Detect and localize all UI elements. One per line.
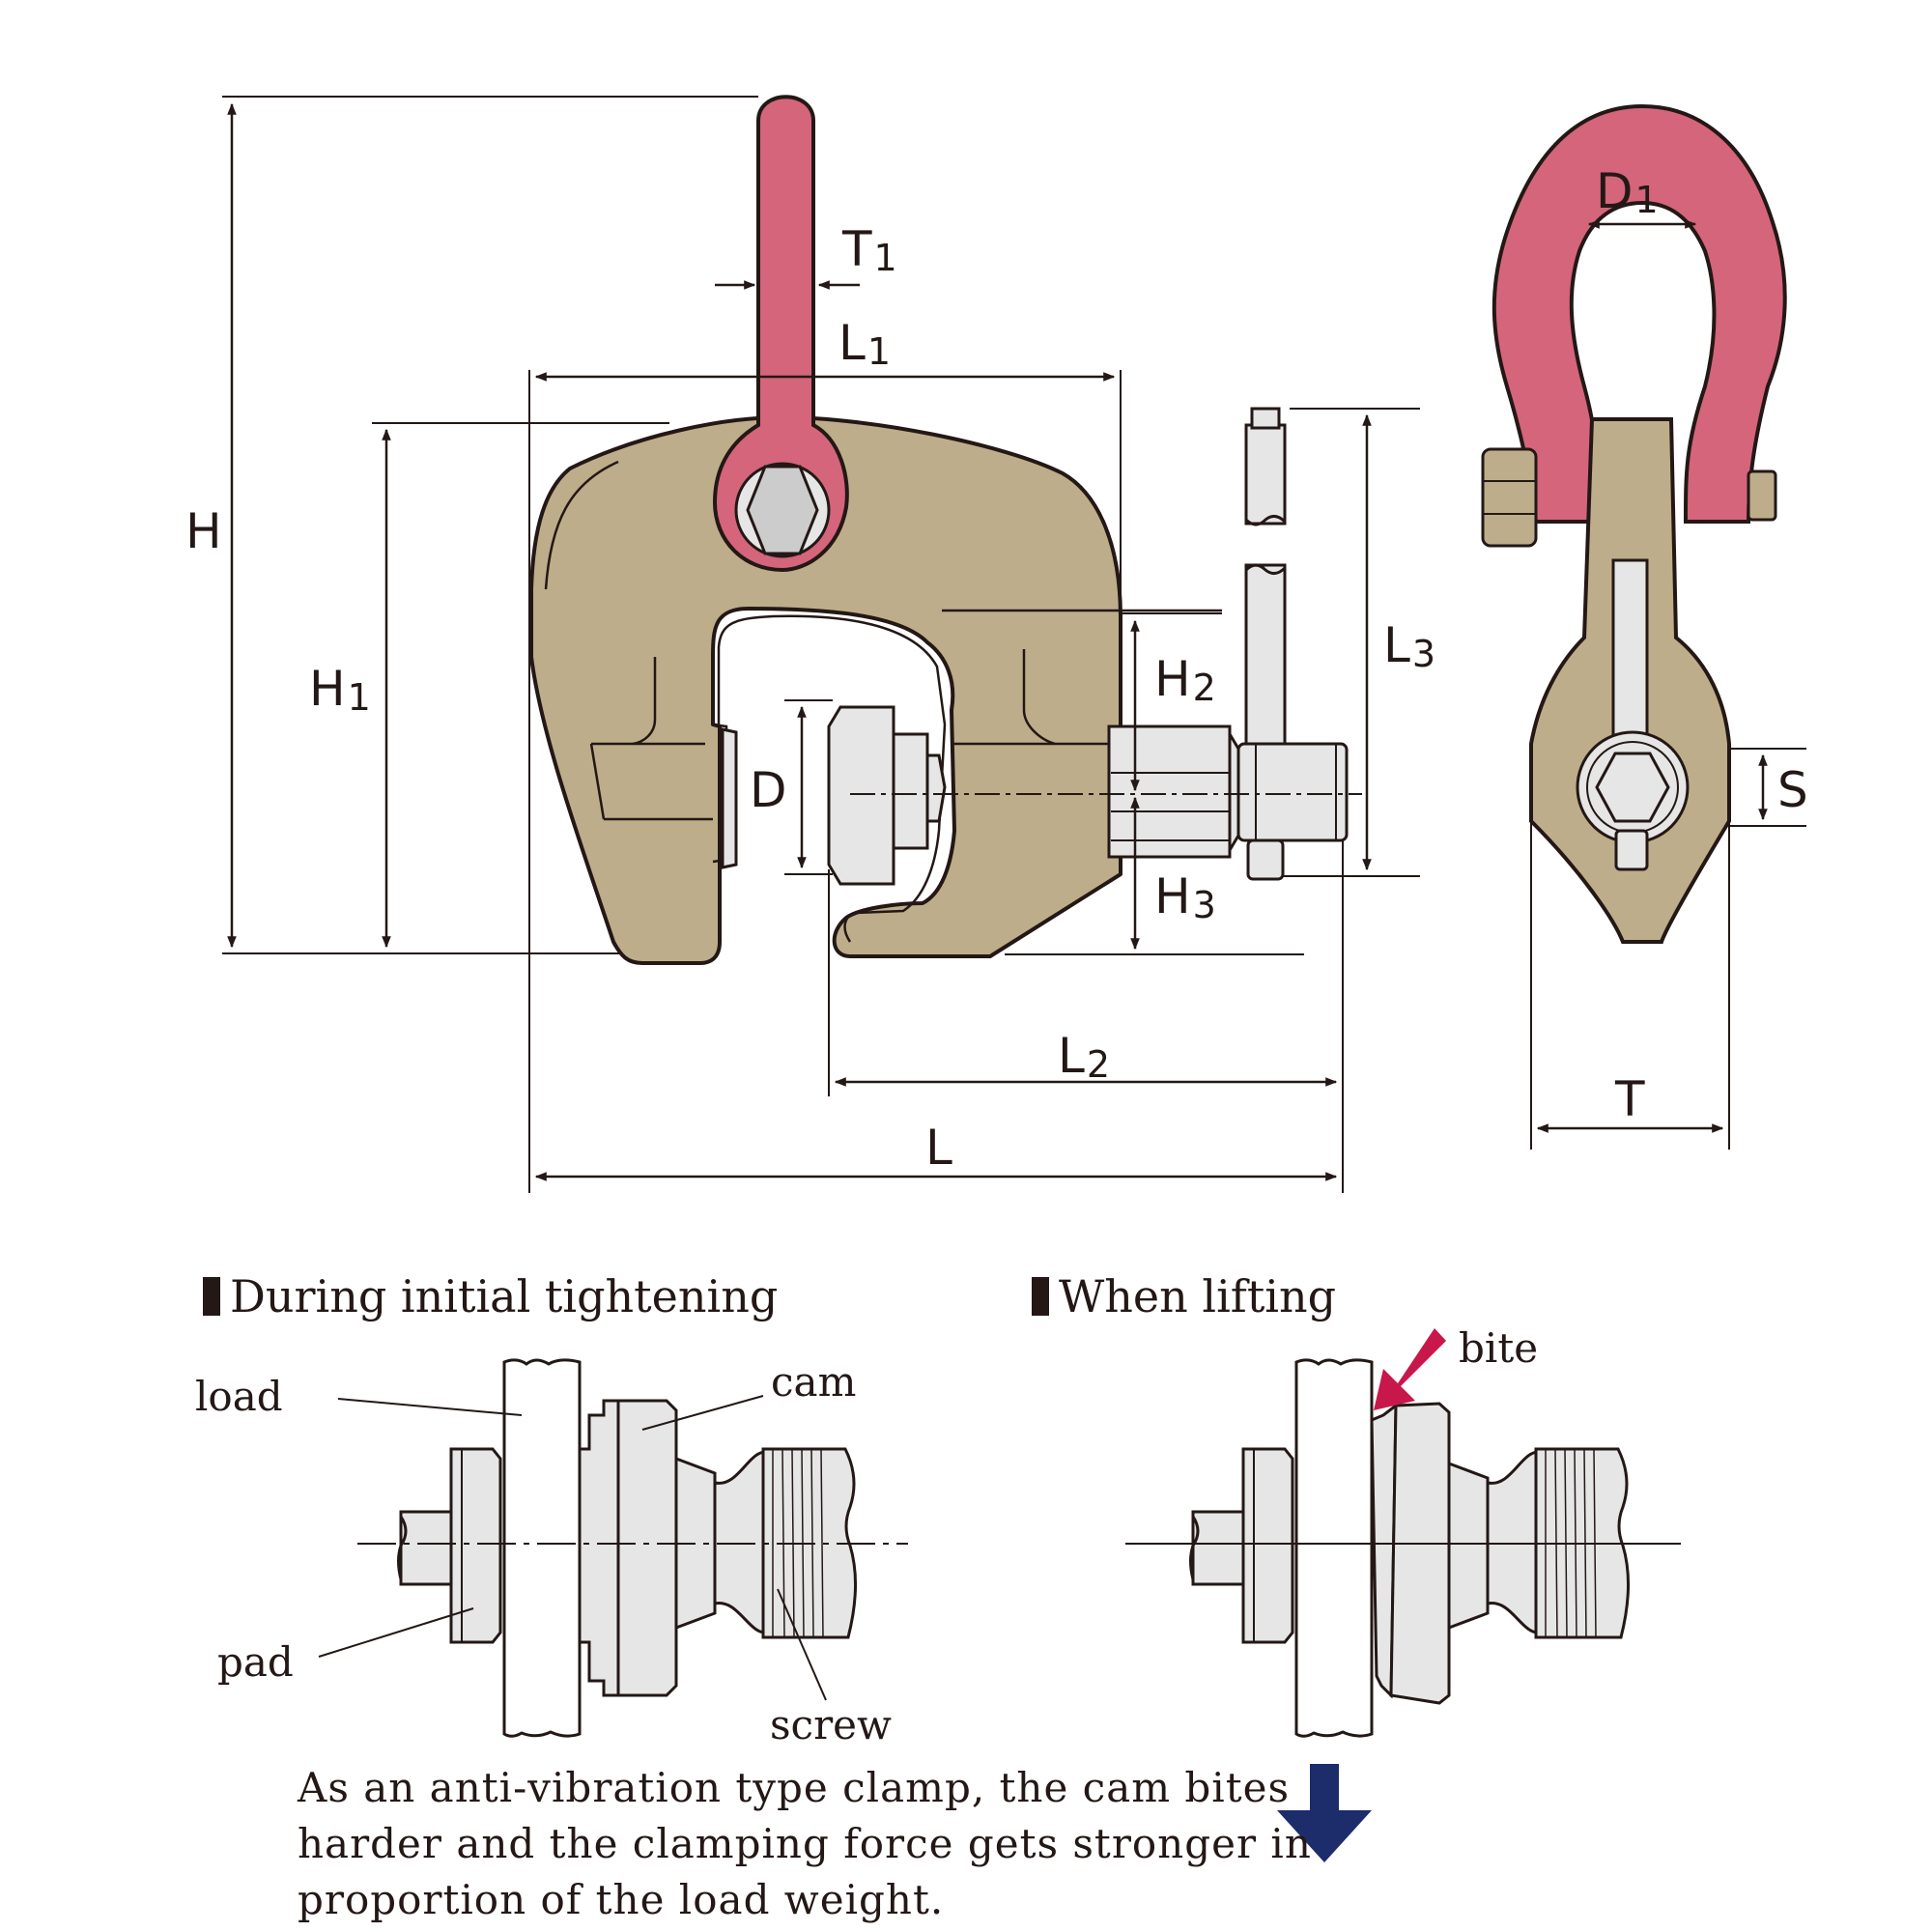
tommy-bar-lower: [1244, 563, 1287, 746]
note-line-3: proportion of the load weight.: [298, 1876, 944, 1923]
pad-shaft: [399, 1510, 453, 1586]
tightening-labels: load cam pad screw: [195, 1358, 892, 1748]
cam-layers: [578, 1399, 620, 1697]
description-note: As an anti-vibration type clamp, the cam…: [297, 1764, 1312, 1923]
dim-L2: L2: [1058, 1028, 1110, 1086]
tommy-bar-end: [1246, 838, 1285, 881]
down-arrow-icon: [1277, 1764, 1372, 1862]
label-pad: pad: [217, 1638, 294, 1686]
side-nut: [1481, 447, 1538, 548]
note-line-2: harder and the clamping force gets stron…: [298, 1820, 1312, 1867]
dim-L3: L3: [1383, 617, 1435, 675]
dim-H: H: [185, 503, 222, 559]
dim-H1: H1: [309, 661, 371, 719]
lift-pad: [1241, 1447, 1294, 1644]
dim-L1: L1: [838, 315, 891, 373]
label-cam: cam: [771, 1358, 856, 1406]
dim-H3: H3: [1154, 868, 1216, 926]
panel-headings: During initial tightening When lifting: [203, 1270, 1336, 1322]
screw-head: [1236, 742, 1349, 842]
heading-marker-tightening: [203, 1277, 220, 1316]
lift-cam-neck: [1447, 1461, 1490, 1631]
side-view: [1481, 103, 1787, 944]
dim-L: L: [925, 1120, 952, 1176]
eye-bar: [712, 95, 849, 573]
lifting-detail: [1125, 1358, 1681, 1738]
load-plate: [502, 1358, 582, 1738]
cam-hub: [892, 732, 929, 850]
side-tommy-end: [1614, 829, 1649, 871]
screw-assembly: [721, 407, 1349, 886]
dim-T: T: [1614, 1071, 1645, 1127]
cam-disc: [827, 705, 895, 886]
clamp-frame: [529, 415, 1122, 965]
lift-screw-neck: [1486, 1450, 1543, 1634]
heading-lifting: When lifting: [1059, 1270, 1336, 1322]
dimension-arrows: [227, 102, 1768, 1181]
dim-H2: H2: [1154, 651, 1216, 709]
side-pin-end: [1747, 469, 1777, 522]
screw-neck: [713, 1450, 770, 1634]
tommy-bar-cap: [1250, 407, 1281, 430]
dimension-labels: H H1 H2 H3 L1 L2 L3 L T1 T D D1 S: [185, 163, 1808, 1176]
dim-S: S: [1777, 762, 1808, 818]
side-hex: [1595, 752, 1670, 823]
dim-D1: D1: [1596, 163, 1659, 221]
lift-pad-shaft: [1191, 1510, 1245, 1586]
cam: [616, 1399, 678, 1697]
lift-cam: [1389, 1402, 1451, 1705]
screw-boss: [1107, 724, 1232, 859]
lift-load-plate: [1294, 1358, 1374, 1738]
clamp-body: [529, 415, 1222, 965]
hex-nut: [746, 465, 819, 555]
tightening-detail: [318, 1358, 908, 1738]
cam-nose: [925, 753, 947, 823]
clamp-detail-lines: [589, 609, 1222, 864]
label-load: load: [195, 1373, 283, 1420]
heading-tightening: During initial tightening: [230, 1270, 778, 1322]
pad: [449, 1447, 502, 1644]
dim-D: D: [750, 762, 787, 818]
bite-arrow-icon: [1374, 1328, 1446, 1410]
pad-plate: [721, 727, 738, 869]
note-line-1: As an anti-vibration type clamp, the cam…: [297, 1764, 1290, 1811]
lifting-eye: [712, 95, 849, 573]
label-screw: screw: [770, 1701, 892, 1748]
heading-marker-lifting: [1032, 1277, 1049, 1316]
side-tommy-bar: [1611, 558, 1649, 741]
label-bite: bite: [1459, 1324, 1538, 1372]
dim-T1: T1: [841, 221, 897, 279]
clamp-inner-rim: [544, 460, 947, 943]
tommy-bar-upper: [1244, 423, 1287, 526]
